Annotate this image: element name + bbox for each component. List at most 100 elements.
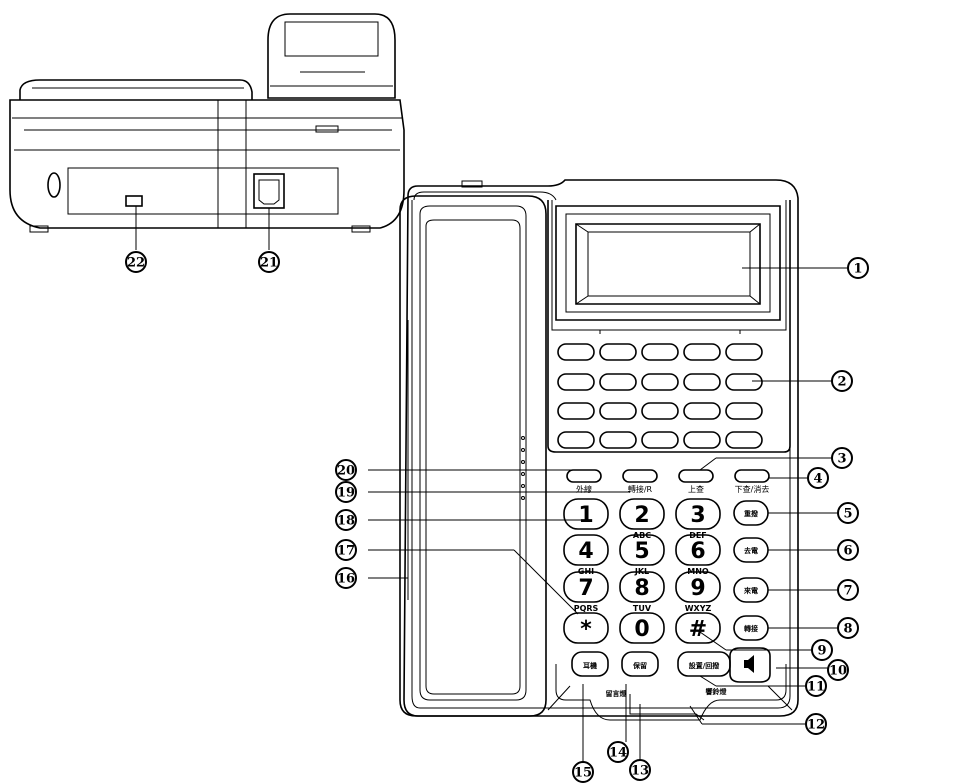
callout-12: [805, 713, 827, 735]
memory-key[interactable]: [557, 402, 595, 420]
keypad-digit: #: [689, 617, 707, 642]
memory-key[interactable]: [683, 373, 721, 391]
keypad-key[interactable]: [619, 612, 665, 644]
memory-key[interactable]: [641, 373, 679, 391]
keypad-key[interactable]: [675, 571, 721, 603]
bottom-key-label: 耳機: [583, 661, 597, 670]
bottom-key-label: 保留: [632, 661, 647, 670]
callout-9: [811, 639, 833, 661]
keypad-digit: 6: [690, 539, 705, 564]
memory-key[interactable]: [683, 343, 721, 361]
keypad-key[interactable]: [619, 571, 665, 603]
right-key-label: 重撥: [744, 509, 759, 518]
right-key-label: 轉接: [744, 624, 758, 633]
callout-number: 7: [843, 584, 852, 599]
keypad-digit: 8: [634, 576, 649, 601]
callout-3: [831, 447, 853, 469]
callout-number: 10: [829, 664, 847, 679]
right-key-label: 去電: [744, 546, 758, 555]
up-key-label: 上查: [688, 484, 704, 494]
line-key[interactable]: [566, 469, 602, 483]
keypad-key[interactable]: [563, 534, 609, 566]
keypad-digit: 4: [578, 539, 593, 564]
keypad-key[interactable]: [619, 534, 665, 566]
bottom-key-row: 耳機保留設置/回撥留言燈響鈴燈: [571, 651, 731, 698]
memory-key[interactable]: [599, 431, 637, 449]
callout-number: 4: [813, 472, 822, 487]
callout-11: [805, 675, 827, 697]
callout-number: 16: [337, 572, 355, 587]
memory-key[interactable]: [641, 431, 679, 449]
keypad-key[interactable]: [563, 571, 609, 603]
callout-4: [807, 467, 829, 489]
callout-10: [827, 659, 849, 681]
callout-number: 9: [817, 644, 826, 659]
bottom-function-key[interactable]: [571, 651, 609, 677]
keypad-key[interactable]: [675, 498, 721, 530]
callout-8: [837, 617, 859, 639]
keypad-key[interactable]: [619, 498, 665, 530]
callout-number: 3: [837, 452, 846, 467]
keypad-digit: 5: [634, 539, 649, 564]
bottom-function-key[interactable]: [621, 651, 659, 677]
ring-led-label: 響鈴燈: [706, 687, 728, 696]
memory-key[interactable]: [599, 402, 637, 420]
keypad-digit: 1: [578, 503, 593, 528]
memory-key[interactable]: [725, 373, 763, 391]
memory-key[interactable]: [641, 402, 679, 420]
transfer-key-label: 轉接/R: [628, 484, 653, 494]
callout-number: 6: [843, 544, 852, 559]
callout-15: [572, 761, 594, 783]
callout-7: [837, 579, 859, 601]
transfer-key[interactable]: [622, 469, 658, 483]
keypad-letters: TUV: [633, 604, 652, 613]
keypad-key[interactable]: [563, 498, 609, 530]
keypad-digit: *: [580, 617, 592, 642]
callout-18: [335, 509, 357, 531]
keypad-key[interactable]: [675, 612, 721, 644]
memory-key[interactable]: [557, 431, 595, 449]
keypad-letters: WXYZ: [685, 604, 712, 613]
keypad-digit: 0: [634, 617, 649, 642]
callout-21: [258, 251, 280, 273]
callout-5: [837, 502, 859, 524]
memory-key[interactable]: [725, 431, 763, 449]
up-key[interactable]: [678, 469, 714, 483]
callout-22: [125, 251, 147, 273]
callout-number: 13: [631, 764, 649, 779]
callout-6: [837, 539, 859, 561]
callout-1: [847, 257, 869, 279]
memory-key-grid: [557, 343, 763, 449]
memory-key[interactable]: [641, 343, 679, 361]
callout-14: [607, 741, 629, 763]
down-key[interactable]: [734, 469, 770, 483]
right-key-label: 來電: [743, 586, 758, 595]
keypad-key[interactable]: [675, 534, 721, 566]
memory-key[interactable]: [683, 402, 721, 420]
memory-key[interactable]: [725, 343, 763, 361]
callout-number: 18: [337, 514, 355, 529]
memory-key[interactable]: [599, 343, 637, 361]
callout-16: [335, 567, 357, 589]
callout-number: 12: [807, 718, 825, 733]
memory-key[interactable]: [557, 343, 595, 361]
memory-key[interactable]: [557, 373, 595, 391]
keypad-letters: PQRS: [574, 604, 599, 613]
memory-key[interactable]: [725, 402, 763, 420]
bottom-key-label: 設置/回撥: [689, 661, 721, 670]
memory-key[interactable]: [599, 373, 637, 391]
callout-number: 8: [843, 622, 852, 637]
speaker-key: [729, 647, 771, 683]
keypad-digit: 7: [578, 576, 593, 601]
callout-17: [335, 539, 357, 561]
keypad-digit: 9: [690, 576, 705, 601]
lcd-screen: [575, 223, 761, 305]
power-jack: [125, 195, 143, 207]
leader-lines: [368, 267, 850, 762]
callout-13: [629, 759, 651, 781]
keypad-key[interactable]: [563, 612, 609, 644]
memory-key[interactable]: [683, 431, 721, 449]
